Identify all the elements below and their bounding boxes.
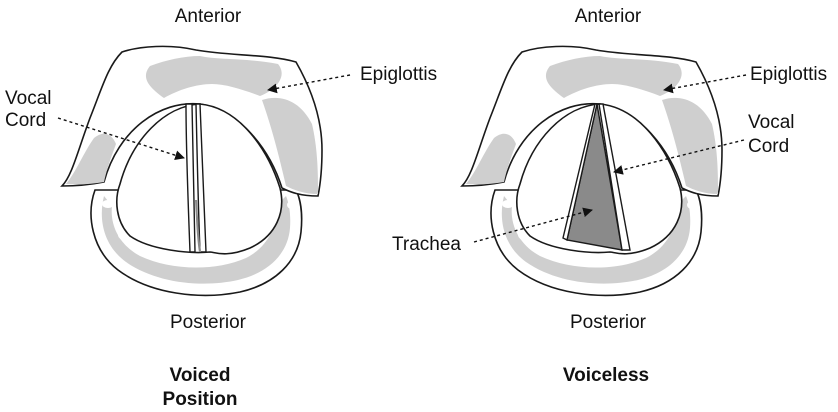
vocal-cord-label-voiced-line1: Vocal: [5, 88, 51, 110]
caption-voiced-line2: Position: [163, 388, 238, 412]
posterior-label-voiceless: Posterior: [570, 312, 646, 334]
trachea-label: Trachea: [392, 234, 461, 256]
caption-voiceless: Voiceless: [563, 364, 649, 388]
epiglottis-label-voiced: Epiglottis: [360, 64, 437, 86]
caption-voiced-line1: Voiced: [170, 364, 231, 388]
vocal-cord-label-voiceless-line2: Cord: [748, 136, 789, 158]
larynx-voiced-drawing: [62, 46, 322, 295]
vocal-cord-label-voiceless-line1: Vocal: [748, 112, 794, 134]
vocal-cord-label-voiced-line2: Cord: [5, 110, 46, 132]
larynx-voiceless-drawing: [462, 46, 722, 295]
epiglottis-label-voiceless: Epiglottis: [750, 64, 827, 86]
posterior-label-voiced: Posterior: [170, 312, 246, 334]
anterior-label-voiced: Anterior: [175, 6, 242, 28]
anterior-label-voiceless: Anterior: [575, 6, 642, 28]
